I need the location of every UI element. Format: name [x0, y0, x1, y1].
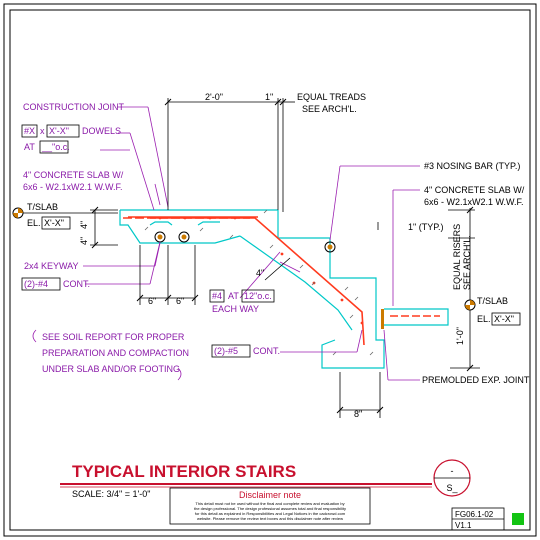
label-keyway: 2x4 KEYWAY	[24, 261, 79, 271]
dowel-size: #X	[24, 126, 35, 136]
disclaimer-title: Disclaimer note	[239, 490, 301, 500]
dim-six-a: 6"	[148, 296, 156, 306]
el-left-value: X'-X"	[44, 218, 64, 228]
t-slab-left: T/SLAB	[27, 202, 58, 212]
expansion-joint	[381, 309, 384, 329]
elevation-marker-left	[12, 207, 118, 219]
el-right: EL.	[477, 314, 491, 324]
cont-bars-2-box	[211, 344, 251, 358]
concrete-outline	[119, 209, 449, 369]
rebar	[123, 216, 440, 346]
el-right-value: X'-X"	[494, 314, 514, 324]
soil-line1: SEE SOIL REPORT FOR PROPER	[42, 332, 185, 342]
cont-bars-2: (2)-#5	[214, 346, 238, 356]
disclaimer-line2: the design professional. The design prof…	[194, 506, 346, 511]
drawing-title: TYPICAL INTERIOR STAIRS	[72, 462, 296, 481]
sheet-border	[3, 3, 537, 537]
aggregate-marks	[144, 209, 374, 356]
cont-bars-1: (2)-#4	[24, 279, 48, 289]
disclaimer-box	[169, 487, 371, 525]
drawing-code: FG06.1-02	[455, 510, 494, 519]
el-right-box	[491, 312, 521, 326]
dowel-at: AT	[24, 142, 35, 152]
equal-risers-2: SEE ARCH'L.	[462, 235, 472, 290]
dowel-length-box	[46, 124, 80, 138]
el-left: EL.	[27, 218, 41, 228]
dowels-label: DOWELS	[82, 126, 121, 136]
cont-bars	[154, 231, 336, 253]
drawing-version: V1.1	[455, 521, 472, 530]
slab-top-line2: 6x6 - W2.1xW2.1 W.W.F.	[23, 182, 123, 192]
equal-treads-2: SEE ARCH'L.	[302, 104, 357, 114]
rebar-size: #4	[212, 291, 222, 301]
soil-line2: PREPARATION AND COMPACTION	[42, 348, 189, 358]
scale-label: SCALE: 3/4" = 1'-0"	[72, 489, 150, 499]
status-indicator	[512, 513, 524, 525]
cont-bars-box	[21, 277, 61, 291]
each-way: EACH WAY	[212, 304, 259, 314]
el-left-box	[41, 216, 71, 230]
t-slab-right: T/SLAB	[477, 296, 508, 306]
dim-one-in: 1"	[265, 92, 273, 102]
disclaimer-line3: for this detail as explained in Responsi…	[195, 511, 346, 516]
disclaimer-line1: This detail must not be used without the…	[195, 501, 344, 506]
dowel-spacing-box	[39, 140, 69, 154]
soil-line3: UNDER SLAB AND/OR FOOTING	[42, 364, 180, 374]
one-inch-typ: 1" (TYP.)	[408, 222, 444, 232]
disclaimer-line4: website. Please remove the review text b…	[197, 516, 343, 521]
cont-label-1: CONT.	[63, 279, 90, 289]
drawing-border	[9, 9, 531, 531]
slab-top-line1: 4" CONCRETE SLAB W/	[23, 170, 124, 180]
dim-ticks	[91, 98, 474, 414]
dowel-length: X'-X"	[49, 126, 69, 136]
section-top: -	[451, 466, 454, 476]
cont-label-2: CONT.	[253, 346, 280, 356]
dowel-x: x	[40, 126, 45, 136]
equal-risers-1: EQUAL RISERS	[452, 224, 462, 290]
dim-four-b: 4"	[79, 237, 89, 245]
dim-eight: 8"	[354, 409, 362, 419]
equal-treads-1: EQUAL TREADS	[297, 92, 366, 102]
dim-two-oh: 2'-0"	[205, 92, 223, 102]
dim-six-b: 6"	[176, 296, 184, 306]
dowel-spacing: __"o.c.	[41, 142, 70, 152]
section-bottom: S_	[446, 483, 458, 493]
dim-four-a: 4"	[79, 221, 89, 229]
rebar-at: AT	[228, 291, 239, 301]
slab-right-line2: 6x6 - W2.1xW2.1 W.W.F.	[424, 197, 524, 207]
slab-right-line1: 4" CONCRETE SLAB W/	[424, 185, 525, 195]
rebar-spacing-box	[241, 289, 275, 303]
premolded-label: PREMOLDED EXP. JOINT	[422, 375, 530, 385]
rebar-size-box	[209, 289, 225, 303]
nosing-label: #3 NOSING BAR (TYP.)	[424, 161, 520, 171]
dim-four-diag: 4"	[256, 268, 264, 278]
dim-one-oh: 1'-0"	[455, 327, 465, 345]
rebar-spacing: 12"o.c.	[244, 291, 272, 301]
label-construction-joint: CONSTRUCTION JOINT	[23, 102, 124, 112]
dowel-size-box	[21, 124, 38, 138]
elevation-marker-right	[464, 299, 476, 311]
